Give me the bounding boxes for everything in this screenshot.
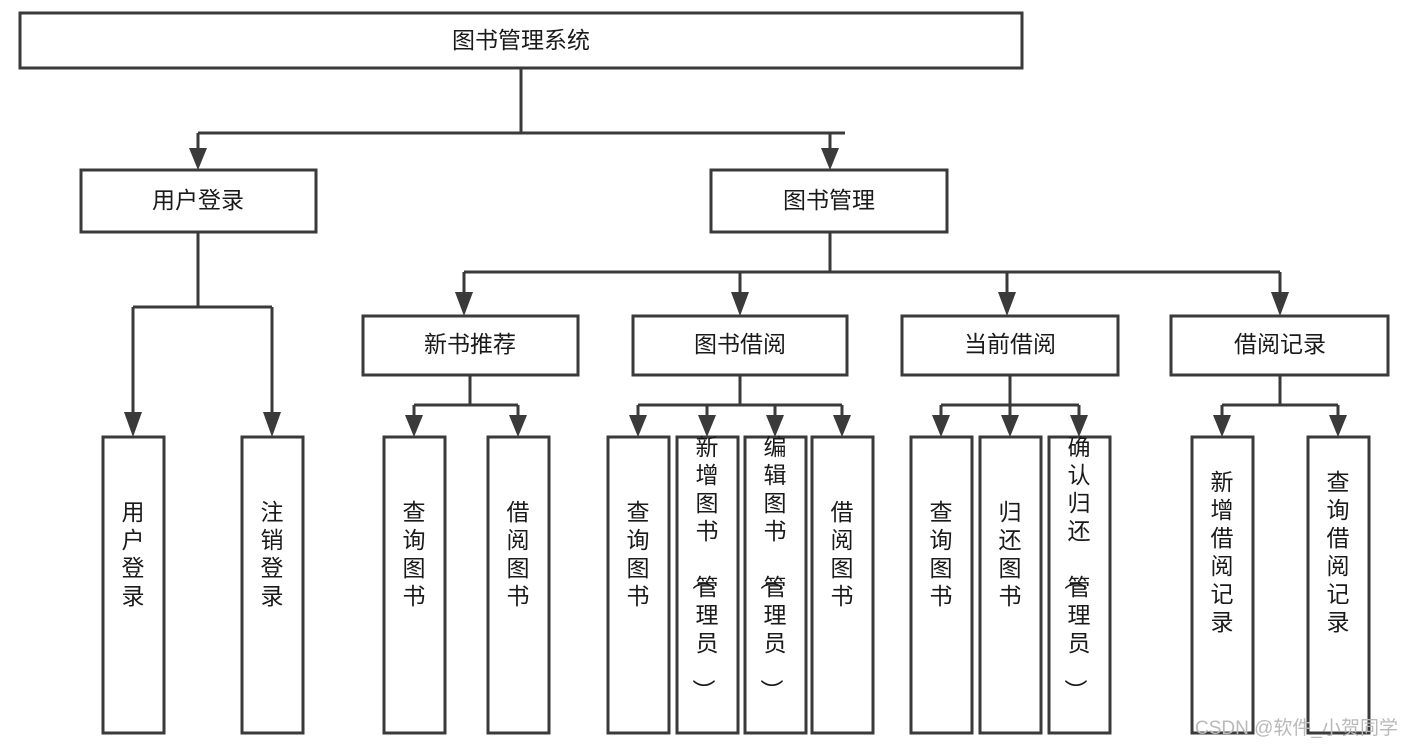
leaf-edit-book[interactable]: 编辑图书（管理员） bbox=[743, 434, 808, 735]
node-user-login[interactable]: 用户登录 bbox=[79, 168, 318, 234]
node-new-book-recommend-box[interactable] bbox=[361, 314, 580, 377]
leaf-logout-login-label: 注销登录 bbox=[261, 499, 284, 609]
node-borrow-record-box[interactable] bbox=[1169, 314, 1390, 377]
arrow-head-leaf-user-login bbox=[124, 412, 142, 437]
leaf-query-book-3-box[interactable] bbox=[909, 435, 974, 735]
leaf-logout-login[interactable]: 注销登录 bbox=[240, 435, 305, 735]
node-user-login-label: 用户登录 bbox=[152, 187, 244, 213]
leaf-query-book-3[interactable]: 查询图书 bbox=[909, 435, 974, 735]
node-book-management[interactable]: 图书管理 bbox=[709, 168, 949, 234]
node-root-label: 图书管理系统 bbox=[452, 27, 590, 53]
arrow-head-borrow-record bbox=[1271, 292, 1289, 316]
leaf-confirm-return-box[interactable] bbox=[1047, 435, 1112, 735]
leaf-query-record-box[interactable] bbox=[1306, 435, 1371, 735]
arrow-head-leaf-logout-login bbox=[263, 412, 281, 437]
leaf-confirm-return-label: 确认归还（管理员） bbox=[1063, 434, 1091, 702]
leaf-add-record-box[interactable] bbox=[1190, 435, 1255, 735]
node-root[interactable]: 图书管理系统 bbox=[18, 11, 1024, 70]
leaf-borrow-book-2[interactable]: 借阅图书 bbox=[810, 435, 875, 735]
arrow-head-leaf-borrow-book-1 bbox=[509, 415, 527, 437]
leaf-return-book[interactable]: 归还图书 bbox=[978, 435, 1043, 735]
leaf-add-book-box[interactable] bbox=[675, 435, 740, 735]
leaf-add-book[interactable]: 新增图书（管理员） bbox=[675, 434, 740, 735]
node-borrow-record-label: 借阅记录 bbox=[1234, 331, 1326, 357]
arrow-head-leaf-borrow-book-2 bbox=[833, 415, 851, 437]
node-user-login-box[interactable] bbox=[79, 168, 318, 234]
node-new-book-recommend-label: 新书推荐 bbox=[424, 331, 516, 357]
node-current-borrow-box[interactable] bbox=[900, 314, 1120, 377]
node-root-box[interactable] bbox=[18, 11, 1024, 70]
leaf-query-book-2-label: 查询图书 bbox=[627, 499, 650, 609]
leaf-query-book-2-box[interactable] bbox=[606, 435, 671, 735]
leaf-edit-book-label: 编辑图书（管理员） bbox=[759, 434, 787, 702]
arrow-head-leaf-query-book-3 bbox=[932, 415, 950, 437]
arrow-head-leaf-query-book-2 bbox=[629, 415, 647, 437]
arrow-head-book-management bbox=[821, 148, 839, 170]
arrow-head-leaf-edit-book bbox=[766, 415, 784, 437]
leaf-return-book-label: 归还图书 bbox=[999, 499, 1022, 609]
arrow-head-book-borrow bbox=[731, 292, 749, 316]
leaf-edit-book-box[interactable] bbox=[743, 435, 808, 735]
leaf-user-login[interactable]: 用户登录 bbox=[101, 435, 166, 735]
connector-layer bbox=[124, 68, 1347, 437]
leaf-add-record-label: 新增借阅记录 bbox=[1211, 469, 1234, 635]
leaf-borrow-book-1[interactable]: 借阅图书 bbox=[486, 435, 551, 735]
node-book-borrow-label: 图书借阅 bbox=[694, 331, 786, 357]
csdn-watermark: CSDN @软件_小贺同学 bbox=[1195, 717, 1398, 739]
node-book-management-label: 图书管理 bbox=[783, 187, 875, 213]
leaf-query-book-1[interactable]: 查询图书 bbox=[382, 435, 447, 735]
leaf-query-book-1-box[interactable] bbox=[382, 435, 447, 735]
arrow-head-new-book-recommend bbox=[455, 292, 473, 316]
leaf-user-login-label: 用户登录 bbox=[122, 499, 145, 609]
leaf-query-record-label: 查询借阅记录 bbox=[1327, 469, 1350, 635]
node-book-management-box[interactable] bbox=[709, 168, 949, 234]
arrow-head-leaf-confirm-return bbox=[1070, 415, 1088, 437]
leaf-add-record[interactable]: 新增借阅记录 bbox=[1190, 435, 1255, 735]
node-current-borrow[interactable]: 当前借阅 bbox=[900, 314, 1120, 377]
arrow-head-leaf-return-book bbox=[1001, 415, 1019, 437]
leaf-borrow-book-2-label: 借阅图书 bbox=[831, 499, 854, 609]
leaf-add-book-label: 新增图书（管理员） bbox=[691, 434, 719, 702]
arrow-head-leaf-add-book bbox=[698, 415, 716, 437]
leaf-user-login-box[interactable] bbox=[101, 435, 166, 735]
node-current-borrow-label: 当前借阅 bbox=[964, 331, 1056, 357]
leaf-query-book-3-label: 查询图书 bbox=[930, 499, 953, 609]
leaf-query-book-2[interactable]: 查询图书 bbox=[606, 435, 671, 735]
leaf-borrow-book-2-box[interactable] bbox=[810, 435, 875, 735]
leaf-logout-login-box[interactable] bbox=[240, 435, 305, 735]
node-borrow-record[interactable]: 借阅记录 bbox=[1169, 314, 1390, 377]
leaf-query-book-1-label: 查询图书 bbox=[403, 499, 426, 609]
arrow-head-leaf-add-record bbox=[1213, 415, 1231, 437]
node-book-borrow[interactable]: 图书借阅 bbox=[631, 314, 849, 377]
leaf-borrow-book-1-box[interactable] bbox=[486, 435, 551, 735]
arrow-head-leaf-query-record bbox=[1329, 415, 1347, 437]
arrow-head-user-login bbox=[189, 148, 207, 170]
leaf-return-book-box[interactable] bbox=[978, 435, 1043, 735]
arrow-head-current-borrow bbox=[998, 292, 1016, 316]
node-book-borrow-box[interactable] bbox=[631, 314, 849, 377]
leaf-borrow-book-1-label: 借阅图书 bbox=[507, 499, 530, 609]
leaf-query-record[interactable]: 查询借阅记录 bbox=[1306, 435, 1371, 735]
leaf-confirm-return[interactable]: 确认归还（管理员） bbox=[1047, 434, 1112, 735]
node-new-book-recommend[interactable]: 新书推荐 bbox=[361, 314, 580, 377]
arrow-head-leaf-query-book-1 bbox=[405, 415, 423, 437]
